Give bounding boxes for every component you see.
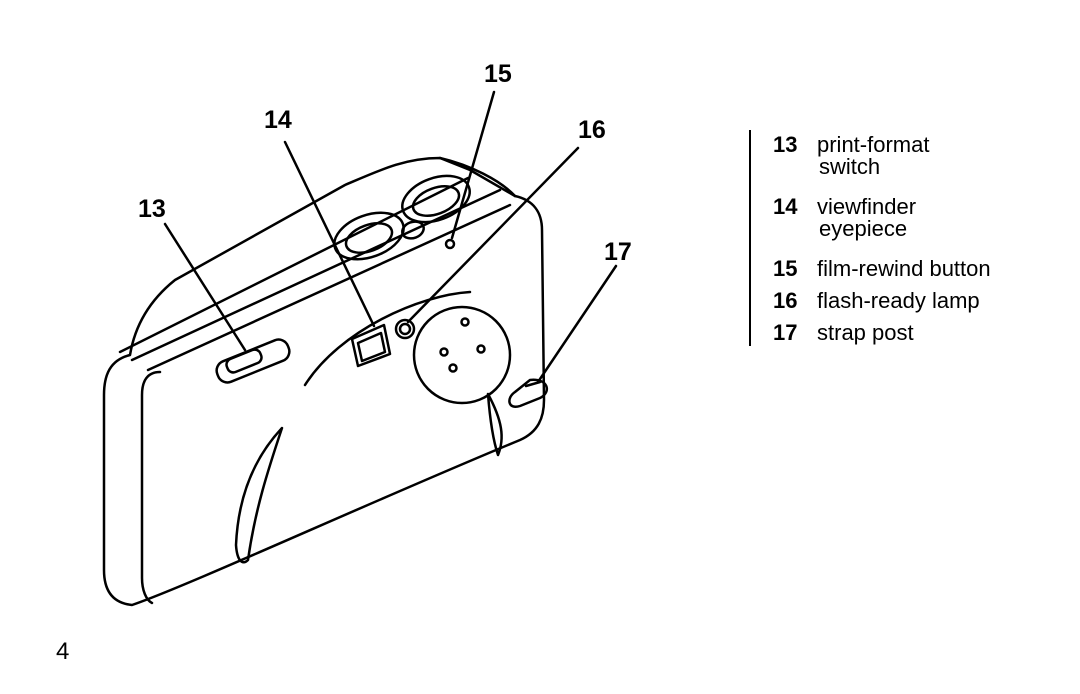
- leader-line-13: [163, 222, 247, 352]
- legend-number: 13: [773, 132, 798, 157]
- print-format-switch: [215, 338, 291, 384]
- legend-text: print-format switch: [817, 134, 1057, 178]
- camera-top-edge: [118, 176, 470, 354]
- shutter-button: [411, 185, 461, 217]
- legend-text: flash-ready lamp: [817, 288, 980, 313]
- rewind-dial-inner: [344, 222, 394, 254]
- speaker-hole: [448, 363, 458, 373]
- leader-line-16: [406, 146, 580, 324]
- leader-line-15: [450, 90, 496, 240]
- speaker-hole: [439, 347, 449, 357]
- camera-body-seam: [140, 370, 162, 605]
- legend-number: 16: [773, 288, 798, 313]
- speaker-hole: [476, 344, 486, 354]
- grip-curve-right: [486, 392, 503, 457]
- camera-front-face-edge: [146, 203, 512, 372]
- speaker-hole: [460, 317, 470, 327]
- leader-line-17: [536, 264, 618, 384]
- callout-13: 13: [138, 195, 166, 223]
- legend-text-line2: eyepiece: [819, 216, 908, 241]
- callout-15: 15: [484, 60, 512, 88]
- legend-text: viewfinder eyepiece: [817, 196, 1057, 240]
- callout-14: 14: [264, 106, 292, 134]
- speaker-grille: [412, 305, 512, 405]
- legend-text: film-rewind button: [817, 256, 991, 281]
- callout-17: 17: [604, 238, 632, 266]
- strap-post: [508, 378, 549, 409]
- viewfinder-eyepiece-inner: [356, 331, 387, 363]
- flash-ready-lamp: [394, 318, 416, 340]
- print-format-switch-knob: [225, 348, 263, 374]
- page-number: 4: [56, 638, 70, 665]
- grip-curve-left: [234, 426, 284, 564]
- legend: 13 print-format switch 14 viewfinder eye…: [749, 130, 1051, 346]
- legend-text: strap post: [817, 320, 914, 345]
- film-rewind-button: [401, 220, 425, 240]
- camera-body-outline: [102, 156, 546, 607]
- shutter-button-ring: [401, 174, 471, 224]
- camera-top-bevel: [438, 156, 517, 198]
- flash-ready-lamp-inner: [398, 322, 412, 336]
- legend-text-line1: viewfinder: [817, 194, 917, 219]
- callout-16: 16: [578, 116, 606, 144]
- camera-top-edge-2: [130, 188, 502, 362]
- legend-number: 14: [773, 194, 798, 219]
- legend-text-line2: switch: [819, 154, 881, 179]
- small-hole: [444, 238, 456, 250]
- legend-number: 15: [773, 256, 798, 281]
- viewfinder-eyepiece: [350, 323, 392, 368]
- leader-line-14: [283, 140, 376, 328]
- front-arc: [303, 290, 472, 387]
- legend-number: 17: [773, 320, 798, 345]
- legend-text-line1: print-format: [817, 132, 930, 157]
